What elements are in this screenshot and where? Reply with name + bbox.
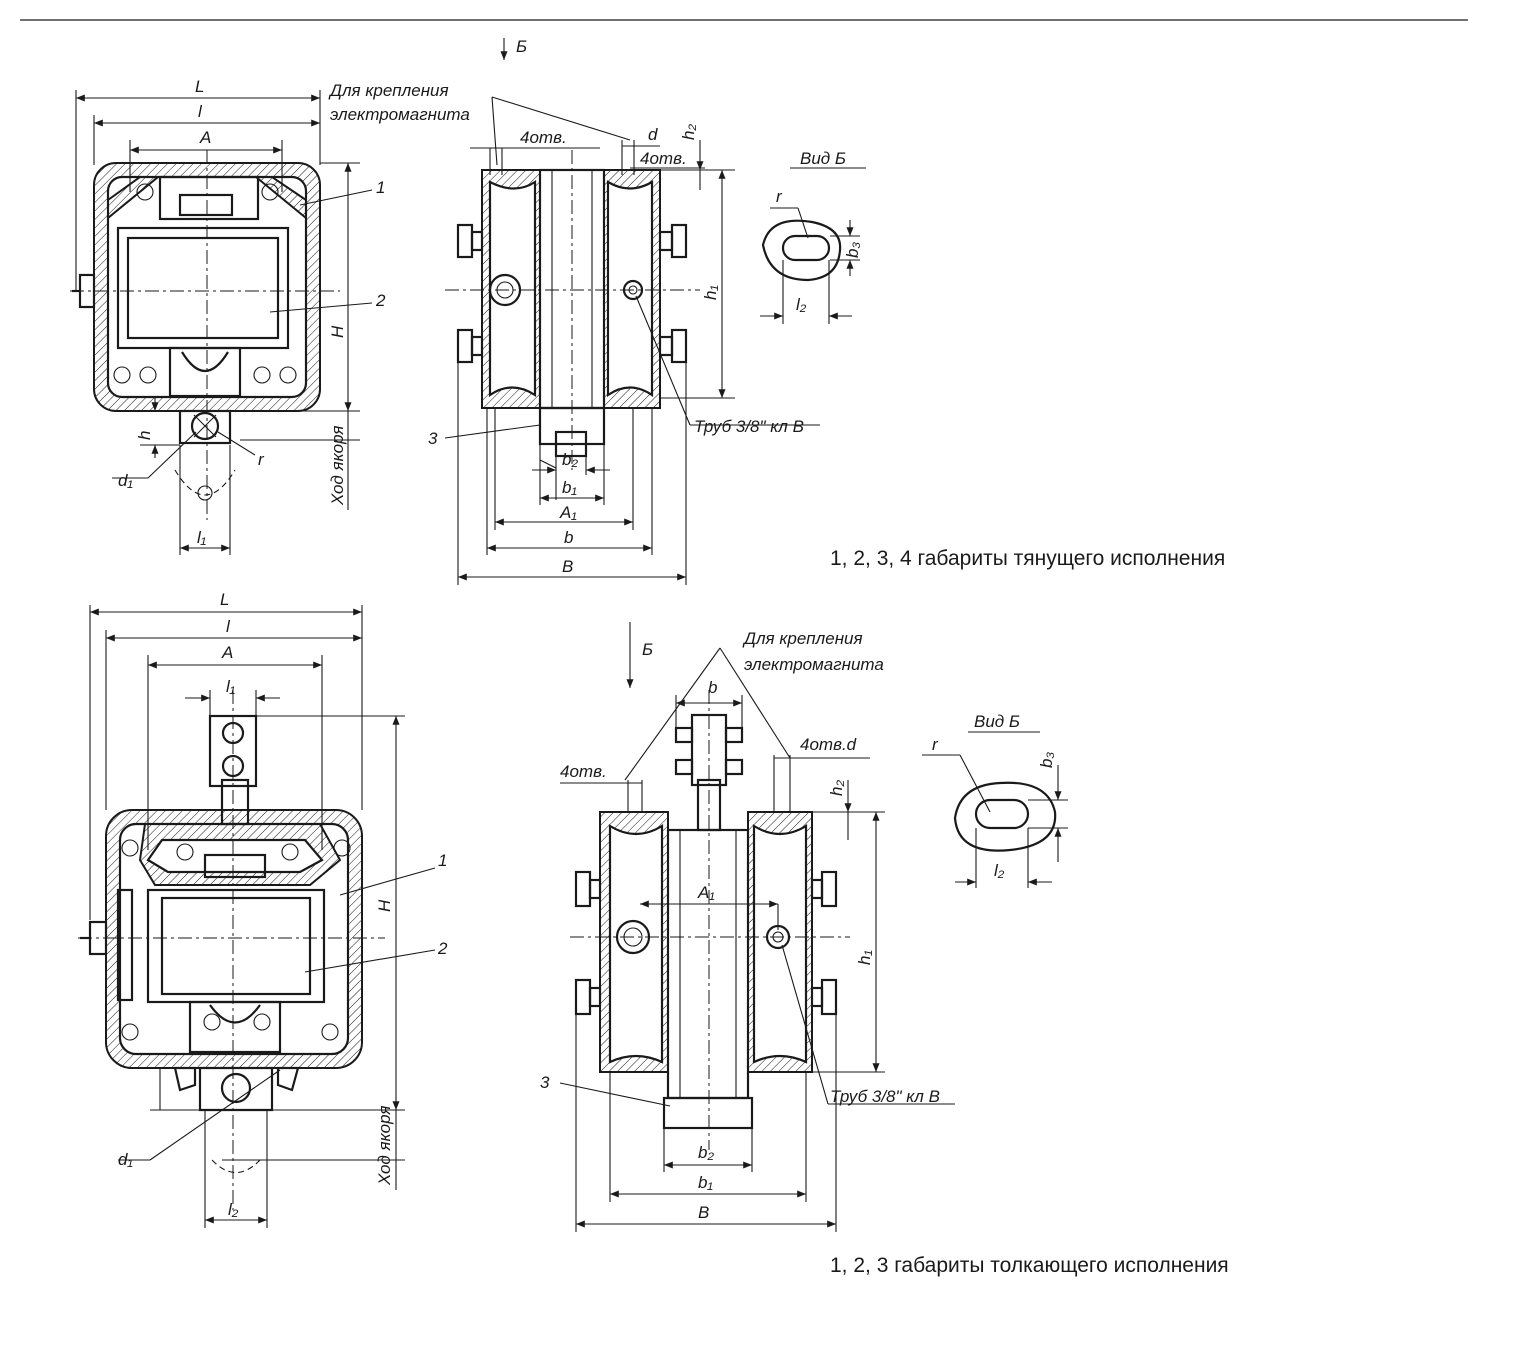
bottom-view-b-detail xyxy=(922,731,1068,888)
top-view-b-r: r xyxy=(776,187,783,206)
bottom-side-mount-line2: электромагнита xyxy=(744,655,884,674)
bottom-front-dim-d1: d₁ xyxy=(118,1150,133,1169)
top-side-arrow-B: Б xyxy=(516,37,527,56)
bottom-view-b-title: Вид Б xyxy=(974,712,1020,731)
top-front-stroke: Ход якоря xyxy=(328,426,347,506)
bottom-side-dim-b2: b₂ xyxy=(698,1143,714,1162)
top-view-b-b3: b₃ xyxy=(843,242,862,258)
top-side-dim-h1: h₁ xyxy=(701,285,720,300)
top-front-dim-r: r xyxy=(258,450,265,469)
bottom-front-dim-l1: l₁ xyxy=(226,677,235,696)
bottom-side-dim-b1: b₁ xyxy=(698,1173,713,1192)
bottom-front-dim-l2: l₂ xyxy=(228,1200,239,1219)
bottom-front-dim-A: A xyxy=(221,643,233,662)
bottom-front-dim-H: H xyxy=(375,899,394,912)
bottom-front-view xyxy=(78,605,436,1228)
bottom-side-pipe: Труб 3/8" кл В xyxy=(830,1087,940,1106)
bottom-front-dim-L: L xyxy=(220,590,229,609)
top-front-dim-l: l xyxy=(198,102,203,121)
top-view-b-l2: l₂ xyxy=(796,295,807,314)
top-side-mount-line2: электромагнита xyxy=(330,105,470,124)
bottom-view-b-b3: b₃ xyxy=(1037,752,1056,768)
top-side-dim-B: B xyxy=(562,557,573,576)
top-side-dim-d: d xyxy=(648,125,658,144)
top-front-dim-L: L xyxy=(195,77,204,96)
top-side-dim-h2: h₂ xyxy=(679,124,698,140)
top-caption: 1, 2, 3, 4 габариты тянущего исполнения xyxy=(830,547,1225,570)
top-side-holes-left: 4отв. xyxy=(520,128,567,147)
bottom-front-part-1: 1 xyxy=(438,851,447,870)
top-front-view xyxy=(70,90,373,555)
bottom-view-b-r: r xyxy=(932,735,939,754)
bottom-side-view xyxy=(559,622,955,1232)
bottom-front-stroke: Ход якоря xyxy=(375,1106,394,1186)
bottom-side-dim-h1: h₁ xyxy=(855,950,874,965)
top-front-part-1: 1 xyxy=(376,178,385,197)
top-front-dim-l1: l₁ xyxy=(197,528,206,547)
top-front-dim-H: H xyxy=(328,325,347,338)
bottom-view-b-l2: l₂ xyxy=(994,861,1005,880)
top-front-dim-h: h xyxy=(135,431,154,440)
top-side-dim-A1: A₁ xyxy=(559,503,577,522)
bottom-side-part-3: 3 xyxy=(540,1073,550,1092)
bottom-front-dim-l: l xyxy=(226,617,231,636)
bottom-front-part-2: 2 xyxy=(437,939,448,958)
top-view-b-detail xyxy=(760,167,866,324)
bottom-caption: 1, 2, 3 габариты толкающего исполнения xyxy=(830,1254,1229,1277)
bottom-side-mount-line1: Для крепления xyxy=(742,629,863,648)
top-side-dim-b2: b₂ xyxy=(562,450,578,469)
bottom-side-holes-left: 4отв. xyxy=(560,762,607,781)
bottom-side-arrow-B: Б xyxy=(642,640,653,659)
top-side-dim-b1: b₁ xyxy=(562,478,577,497)
top-side-holes-right: 4отв. xyxy=(640,149,687,168)
bottom-side-holes-right: 4отв.d xyxy=(800,735,857,754)
top-side-mount-line1: Для крепления xyxy=(328,81,449,100)
bottom-side-dim-B: B xyxy=(698,1203,709,1222)
top-front-dim-A: A xyxy=(199,128,211,147)
top-front-dim-d1: d₁ xyxy=(118,471,133,490)
bottom-side-dim-A1: A₁ xyxy=(697,883,715,902)
bottom-side-dim-b: b xyxy=(708,678,717,697)
top-view-b-title: Вид Б xyxy=(800,149,846,168)
top-side-view xyxy=(444,38,820,585)
bottom-side-dim-h2: h₂ xyxy=(827,780,846,796)
top-side-pipe: Труб 3/8" кл В xyxy=(694,417,804,436)
top-front-part-2: 2 xyxy=(375,291,386,310)
top-side-part-3: 3 xyxy=(428,429,438,448)
top-side-dim-b: b xyxy=(564,528,573,547)
